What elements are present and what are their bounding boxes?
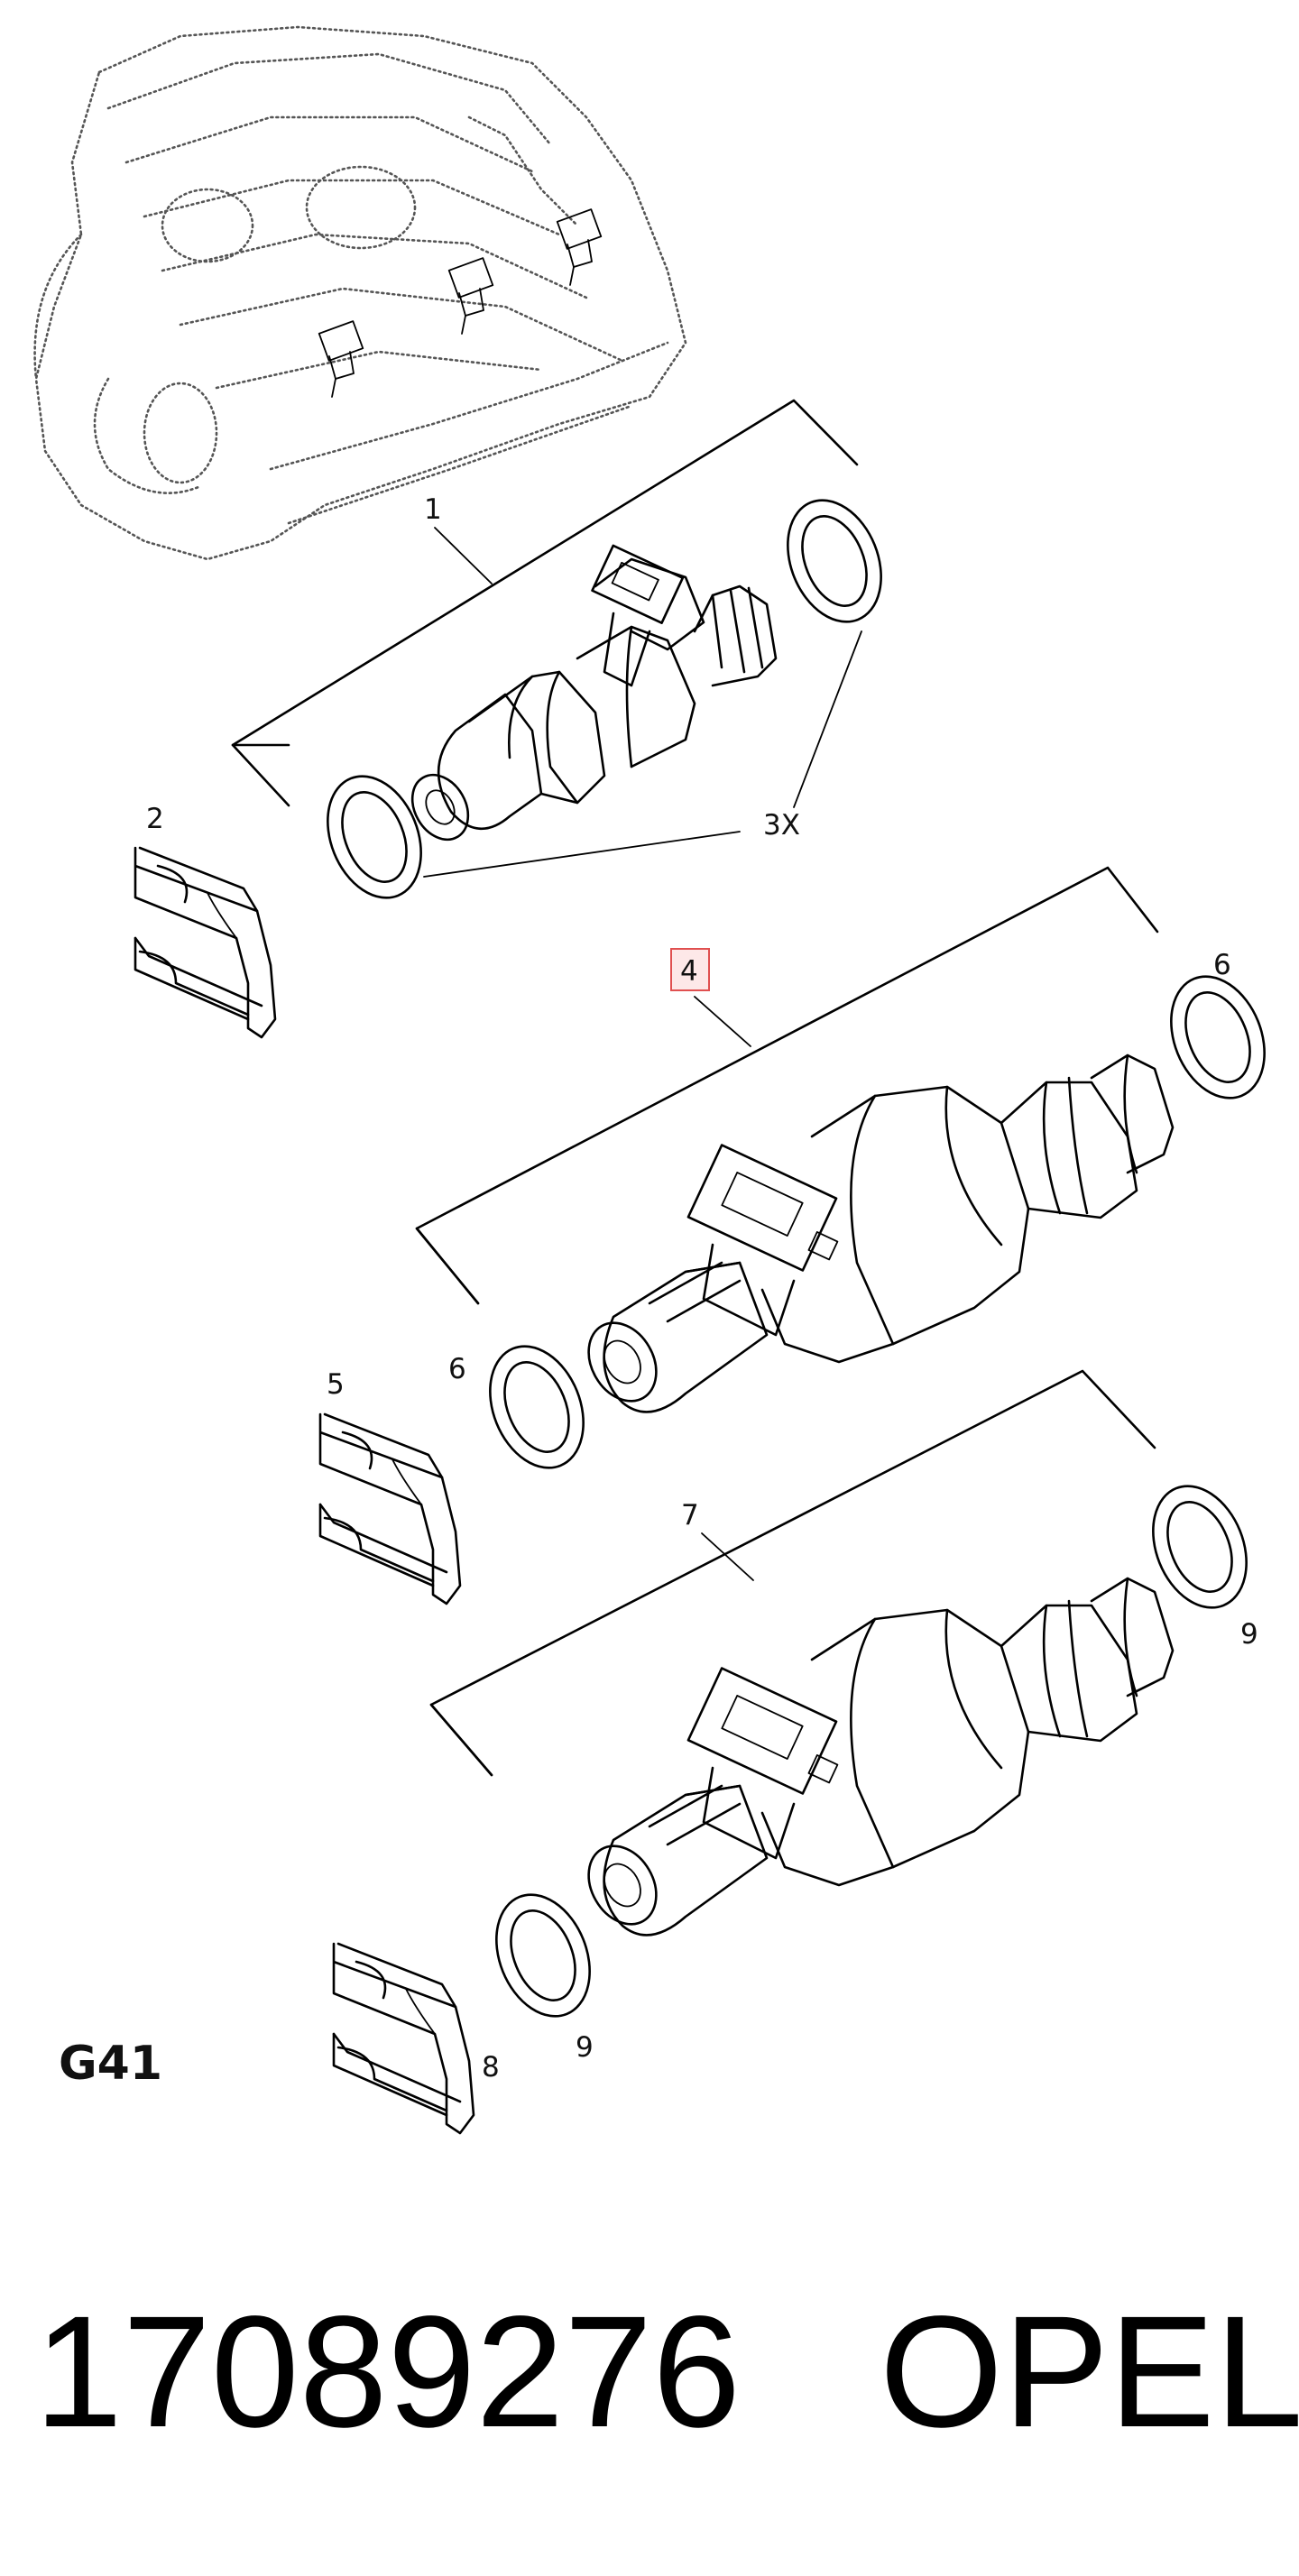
retaining-clip-2 (134, 846, 277, 1039)
callout-7: 7 (681, 1499, 699, 1532)
retaining-clip-5 (318, 1412, 462, 1605)
callout-6-right: 6 (1213, 949, 1231, 981)
brand-name: OPEL (880, 2284, 1299, 2461)
callout-4: 4 (680, 955, 698, 988)
bracket-1 (231, 399, 859, 747)
callout-6-left: 6 (448, 1353, 466, 1385)
diagram-code: G41 (59, 2037, 162, 2091)
callout-5: 5 (327, 1368, 345, 1401)
callout-9-right: 9 (1240, 1618, 1258, 1651)
retaining-clip-8 (332, 1942, 475, 2135)
callout-4-highlight (670, 948, 710, 991)
o-ring-3x-upper (787, 499, 882, 623)
callout-9-left: 9 (576, 2031, 594, 2064)
callout-1: 1 (424, 493, 442, 526)
callout-8: 8 (482, 2051, 500, 2084)
injector-1 (410, 544, 778, 842)
engine-injector-middle (447, 257, 494, 335)
engine-block-illustration (33, 25, 687, 561)
part-number: 17089276 (34, 2284, 741, 2461)
callout-3x: 3X (763, 809, 800, 842)
engine-injector-right (556, 208, 603, 286)
o-ring-9-right (1152, 1485, 1248, 1609)
callout-2: 2 (146, 803, 164, 835)
o-ring-6-right (1170, 975, 1266, 1099)
injector-7 (587, 1577, 1175, 1937)
o-ring-6-left (489, 1345, 585, 1469)
bracket-7 (429, 1369, 1156, 1777)
engine-injector-left (318, 320, 364, 398)
o-ring-3x-lower (327, 775, 422, 899)
o-ring-9-left (495, 1893, 591, 2018)
injector-4 (587, 1053, 1175, 1413)
